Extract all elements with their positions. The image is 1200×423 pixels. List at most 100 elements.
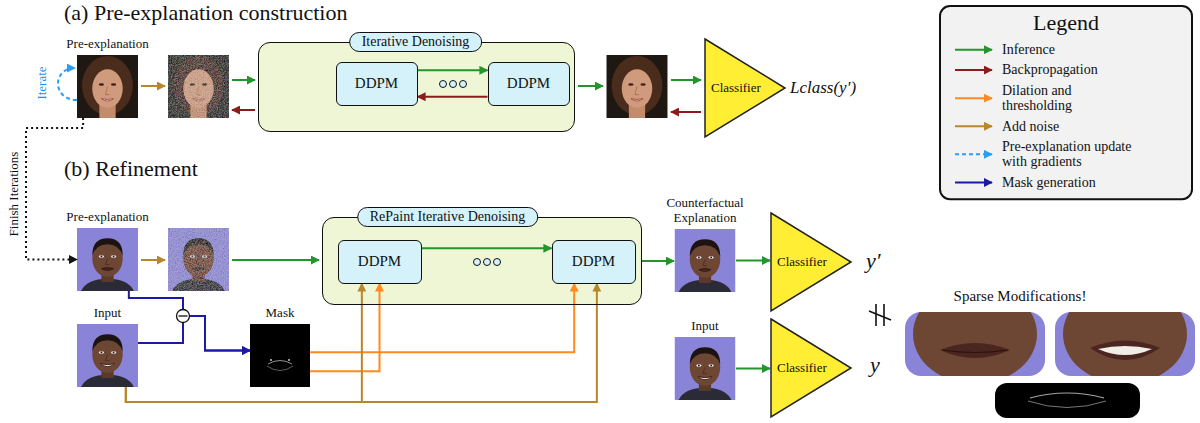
- ellipsis-dots: [474, 259, 481, 266]
- lips-crop: [905, 312, 1045, 376]
- classifier-shape: [771, 213, 851, 311]
- block-fill: [258, 42, 642, 305]
- image-panel: Pre-explanation: [77, 228, 138, 291]
- classifier-shape: [705, 39, 785, 137]
- ellipsis-dots: [450, 81, 457, 88]
- ellipsis-dots: [484, 259, 491, 266]
- flow-arrow: [58, 68, 77, 100]
- denoising-block: Iterative DenoisingDDPMDDPM: [258, 42, 575, 132]
- flow-arrow: [671, 111, 701, 113]
- lips-crop: [913, 312, 1037, 376]
- legend-box: [940, 6, 1192, 199]
- minus-symbol: [179, 315, 188, 316]
- connector: [129, 291, 250, 350]
- ellipsis-dots: [460, 81, 467, 88]
- image-panel: Pre-explanation: [77, 55, 138, 118]
- connector: [736, 260, 770, 262]
- connector: [642, 260, 674, 262]
- not-equal-symbol: [869, 304, 891, 326]
- denoising-block: RePaint Iterative DenoisingDDPMDDPM: [322, 217, 642, 305]
- legend-item: Add noise: [1002, 119, 1182, 134]
- lips-crop: [1063, 312, 1187, 376]
- lips-crop: [1055, 312, 1195, 376]
- flow-arrow: [232, 79, 255, 81]
- mask-crop: [1030, 393, 1104, 398]
- flow-arrow: [141, 259, 165, 261]
- connector: [422, 247, 552, 249]
- node-label: DDPM: [358, 253, 401, 270]
- legend-sample: [955, 181, 992, 183]
- connector: [418, 69, 488, 71]
- section-heading: (a) Pre-explanation construction: [64, 0, 347, 25]
- ellipsis-dots: [440, 81, 501, 266]
- lips-crop: [1098, 346, 1152, 355]
- mask-image: [288, 359, 290, 361]
- connector: [126, 284, 362, 403]
- image-panel: Input: [77, 324, 138, 387]
- flow-arrow: [232, 259, 319, 261]
- edge-label: Finish Iterations: [7, 150, 22, 239]
- legend-item: Mask generation: [1002, 175, 1182, 190]
- mask-image: [270, 359, 272, 361]
- legend-sample: [955, 97, 992, 99]
- minus-symbol: [177, 310, 190, 323]
- loop-label: Iterate: [35, 66, 50, 99]
- flow-arrow: [232, 109, 255, 111]
- node-label: Mask: [266, 306, 295, 321]
- node-label: Pre-explanation: [66, 37, 148, 52]
- legend-item: Backpropagation: [1002, 62, 1182, 77]
- connector: [736, 368, 770, 370]
- classifier-triangle: Classifier: [770, 318, 852, 418]
- ddpm-box: DDPM: [552, 240, 636, 284]
- node-label: DDPM: [507, 75, 550, 92]
- mask-crop: [995, 383, 1140, 418]
- face-image: [77, 324, 138, 387]
- mask-image: [250, 324, 310, 387]
- legend-item: Inference: [1002, 42, 1182, 57]
- note: Sparse Modifications!: [954, 288, 1087, 305]
- loss-label: Lclass(y′): [790, 78, 856, 98]
- not-equal-symbol: [883, 304, 885, 326]
- node-label: Input: [691, 319, 718, 334]
- legend-item: Pre-explanation update with gradients: [1002, 139, 1132, 170]
- legend-item: Dilation and thresholding: [1002, 83, 1098, 114]
- ellipsis-dots: [440, 81, 447, 88]
- classifier-triangle: Classifier: [704, 38, 786, 138]
- lips-crop: [942, 350, 1008, 353]
- classifier-triangle: Classifier: [770, 212, 852, 312]
- node-label: Counterfactual Explanation: [649, 196, 761, 226]
- class-label: y′: [866, 248, 881, 273]
- legend-sample: [955, 125, 992, 127]
- node-label: Input: [94, 306, 121, 321]
- legend-sample: [955, 50, 992, 183]
- connector: [126, 284, 597, 403]
- node-label: DDPM: [355, 75, 398, 92]
- legend-sample: [955, 153, 992, 155]
- legend-sample: [955, 49, 992, 51]
- ddpm-box: DDPM: [488, 62, 570, 106]
- block-fill: [322, 217, 642, 305]
- image-panel: Mask: [250, 324, 310, 387]
- node-label: Classifier: [770, 360, 827, 376]
- node-label: Pre-explanation: [66, 210, 148, 225]
- face-image: [675, 229, 736, 292]
- not-equal-symbol: [869, 311, 891, 320]
- lips-crop: [1090, 341, 1160, 361]
- block-fill: [258, 42, 575, 132]
- mask-crop: [995, 383, 1140, 418]
- face-image: [77, 55, 138, 118]
- classifier-shape: [771, 319, 851, 417]
- ddpm-box: DDPM: [338, 240, 422, 284]
- face-image: [607, 55, 668, 118]
- image-panel: Counterfactual Explanation: [674, 229, 736, 292]
- flow-arrow: [141, 85, 165, 87]
- face-image: [168, 55, 229, 118]
- face-image: [77, 228, 138, 291]
- face-image: [675, 337, 736, 400]
- face-image: [77, 55, 735, 400]
- mask-image: [267, 366, 293, 371]
- mask-image: [268, 361, 292, 365]
- lips-crop: [940, 343, 1010, 358]
- image-panel: Input: [674, 337, 736, 400]
